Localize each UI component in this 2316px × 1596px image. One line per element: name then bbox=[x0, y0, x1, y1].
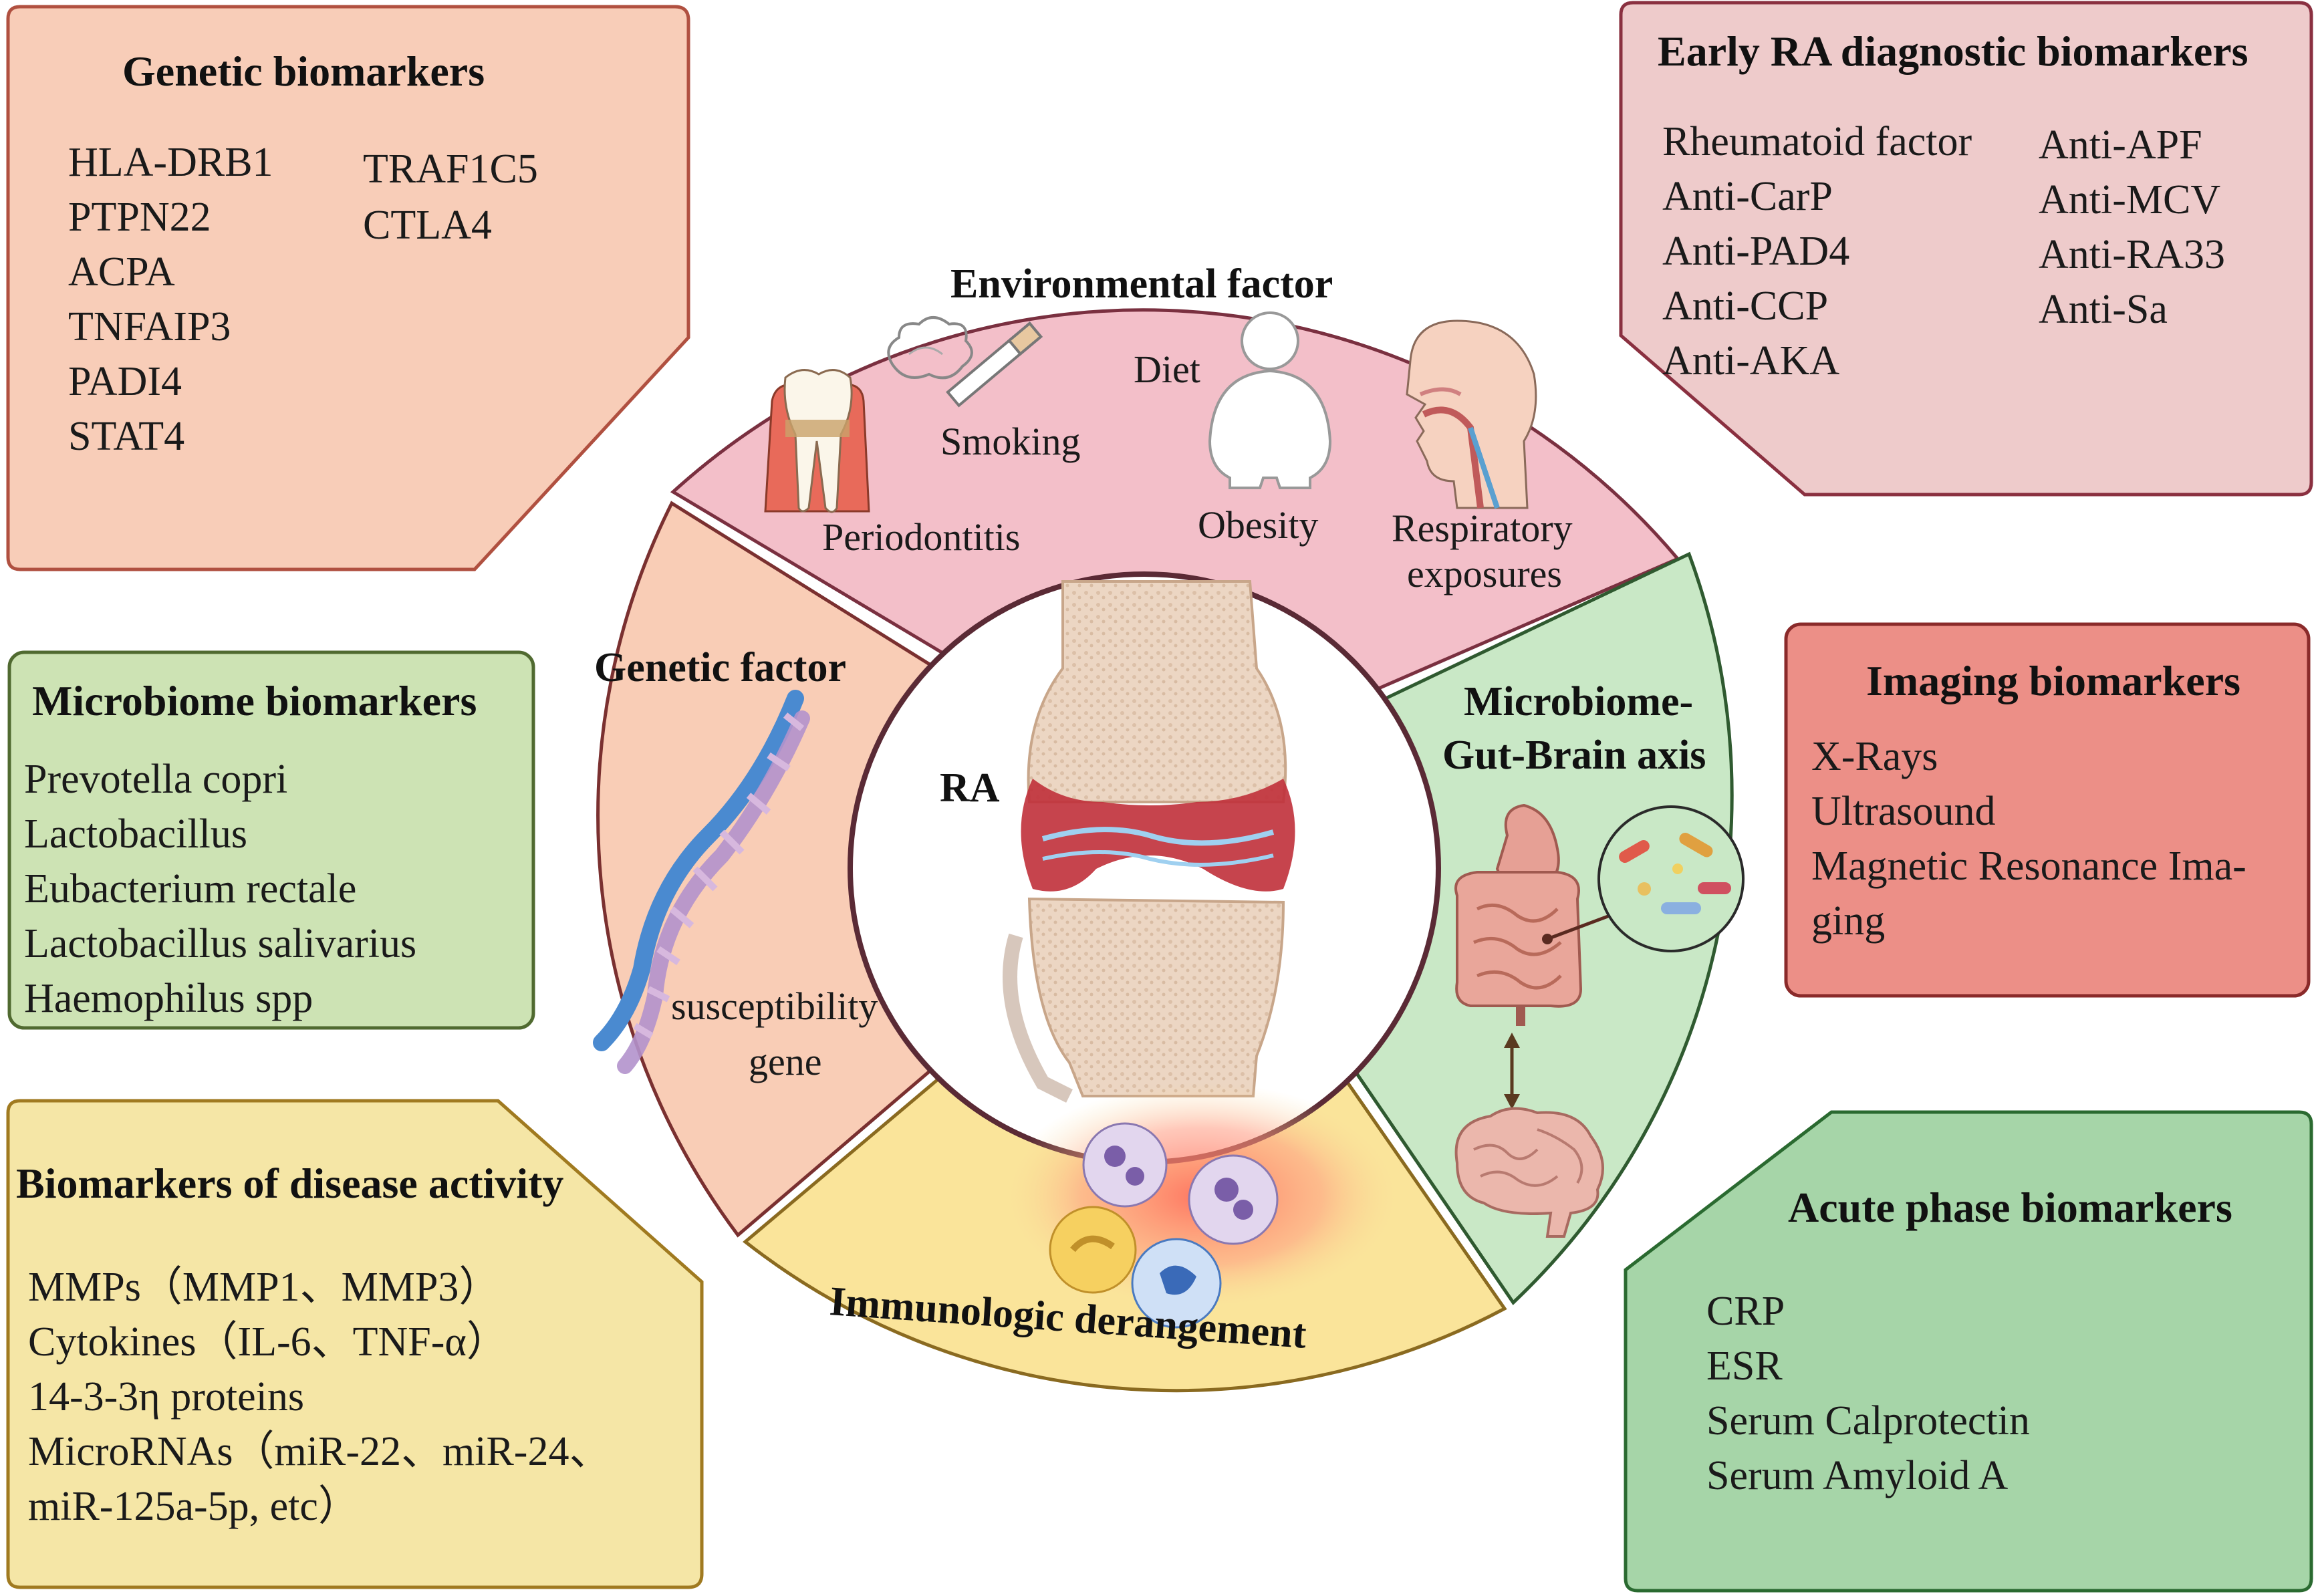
tooth-icon bbox=[764, 369, 870, 513]
early-ra-item: Anti-PAD4 bbox=[1662, 229, 1849, 274]
dna-icon bbox=[593, 690, 810, 1074]
disease-activity-item: MMPs（MMP1、MMP3） bbox=[28, 1265, 500, 1310]
obesity-label: Obesity bbox=[1198, 503, 1318, 547]
early-ra-item: Anti-MCV bbox=[2039, 177, 2220, 223]
early-ra-title: Early RA diagnostic biomarkers bbox=[1658, 27, 2248, 75]
susceptibility-label: susceptibility bbox=[671, 984, 878, 1028]
early-ra-item: Anti-Sa bbox=[2039, 287, 2168, 332]
imaging-item: Magnetic Resonance Ima- bbox=[1811, 843, 2246, 889]
environmental-factor-title: Environmental factor bbox=[950, 261, 1333, 307]
disease-activity-title: Biomarkers of disease activity bbox=[16, 1160, 563, 1207]
bacteria-icon bbox=[1597, 805, 1745, 952]
respiratory-label: Respiratory bbox=[1392, 507, 1573, 550]
genetic-item: CTLA4 bbox=[363, 203, 492, 248]
genetic-item: PADI4 bbox=[68, 359, 182, 404]
joint-icon bbox=[1003, 580, 1295, 1103]
genetic-biomarkers-box bbox=[6, 5, 690, 571]
imaging-item: Ultrasound bbox=[1811, 789, 1996, 834]
early-ra-item: Anti-CCP bbox=[1662, 283, 1828, 329]
early-ra-item: Anti-AKA bbox=[1662, 338, 1839, 384]
cigarette-icon bbox=[887, 316, 1043, 408]
microbiome-biomarkers-box bbox=[7, 650, 535, 1030]
acute-phase-item: ESR bbox=[1706, 1343, 1783, 1389]
genetic-item: STAT4 bbox=[68, 414, 184, 459]
disease-activity-item: MicroRNAs（miR-22、miR-24、 bbox=[28, 1429, 610, 1474]
early-ra-item: Anti-RA33 bbox=[2039, 232, 2225, 277]
genetic-biomarkers-title: Genetic biomarkers bbox=[122, 47, 485, 95]
genetic-item: TNFAIP3 bbox=[68, 304, 231, 350]
microbiome-item: Lactobacillus bbox=[24, 811, 247, 857]
imaging-biomarkers-box bbox=[1784, 622, 2311, 998]
microbiome-axis-title-2: Gut-Brain axis bbox=[1442, 733, 1706, 778]
imaging-item: ging bbox=[1811, 898, 1885, 944]
acute-phase-title: Acute phase biomarkers bbox=[1788, 1184, 2232, 1231]
acute-phase-box bbox=[1624, 1110, 2313, 1593]
acute-phase-item: Serum Calprotectin bbox=[1706, 1398, 2030, 1444]
periodontitis-label: Periodontitis bbox=[822, 515, 1020, 559]
disease-activity-item: Cytokines（IL-6、TNF-α） bbox=[28, 1319, 508, 1365]
genetic-item: TRAF1C5 bbox=[363, 146, 538, 192]
microbiome-item: Eubacterium rectale bbox=[24, 866, 356, 912]
immune-cells-icon bbox=[1001, 1083, 1402, 1329]
acute-phase-item: CRP bbox=[1706, 1289, 1785, 1334]
gut-brain-arrow bbox=[1504, 1033, 1520, 1109]
genetic-item: PTPN22 bbox=[68, 194, 211, 240]
obese-body-icon bbox=[1208, 311, 1332, 489]
genetic-factor-title: Genetic factor bbox=[594, 645, 846, 690]
gene-label: gene bbox=[749, 1040, 822, 1083]
early-ra-item: Anti-APF bbox=[2039, 122, 2202, 168]
microbiome-axis-title-1: Microbiome- bbox=[1464, 679, 1693, 724]
imaging-biomarkers-title: Imaging biomarkers bbox=[1866, 657, 2240, 704]
early-ra-box bbox=[1619, 1, 2313, 497]
early-ra-item: Anti-CarP bbox=[1662, 174, 1833, 219]
disease-activity-box bbox=[6, 1099, 704, 1589]
exposures-label: exposures bbox=[1407, 552, 1562, 595]
microbiome-item: Haemophilus spp bbox=[24, 976, 313, 1021]
brain-icon bbox=[1454, 1107, 1604, 1238]
early-ra-item: Rheumatoid factor bbox=[1662, 119, 1972, 164]
diet-label: Diet bbox=[1134, 348, 1200, 391]
microbiome-biomarkers-title: Microbiome biomarkers bbox=[32, 677, 477, 724]
imaging-item: X-Rays bbox=[1811, 734, 1938, 779]
gut-icon bbox=[1454, 803, 1628, 1026]
microbiome-item: Prevotella copri bbox=[24, 757, 287, 802]
disease-activity-item: 14-3-3η proteins bbox=[28, 1374, 304, 1420]
genetic-item: HLA-DRB1 bbox=[68, 140, 273, 185]
smoking-label: Smoking bbox=[940, 420, 1081, 463]
microbiome-item: Lactobacillus salivarius bbox=[24, 921, 416, 966]
disease-activity-item: miR-125a-5p, etc） bbox=[28, 1484, 360, 1529]
center-ra-label: RA bbox=[940, 765, 1000, 811]
genetic-item: ACPA bbox=[68, 249, 175, 295]
head-airway-icon bbox=[1406, 319, 1537, 509]
acute-phase-item: Serum Amyloid A bbox=[1706, 1453, 2008, 1498]
